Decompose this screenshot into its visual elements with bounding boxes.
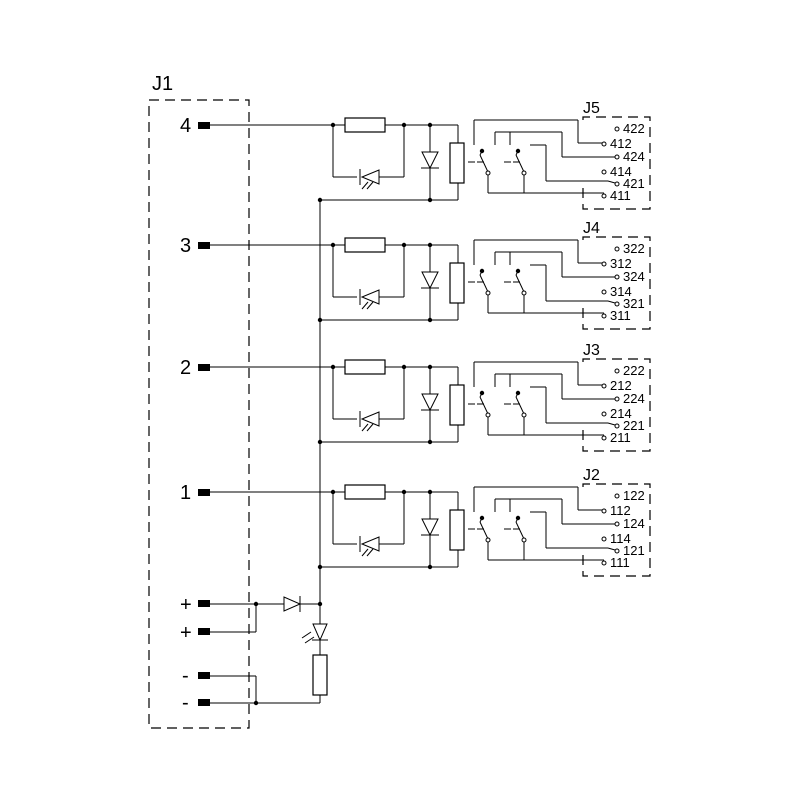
- flyback-diode: [421, 393, 439, 412]
- output-pin-label: 424: [623, 149, 645, 164]
- supply-pin-plus-1: [198, 600, 210, 607]
- input-label: 4: [180, 115, 191, 137]
- indicator-led: [360, 289, 380, 305]
- input-pin: [198, 489, 210, 496]
- j1-label: J1: [152, 73, 173, 95]
- series-resistor: [344, 237, 386, 253]
- relay-coil: [449, 509, 465, 551]
- output-pin-label: 114: [610, 531, 631, 546]
- input-label: 2: [180, 357, 191, 379]
- output-connector-label: J3: [583, 342, 600, 359]
- output-pin-label: 121: [623, 543, 645, 558]
- output-connector-label: J2: [583, 467, 600, 484]
- output-pin-label: 214: [610, 406, 632, 421]
- output-connector: [582, 236, 651, 330]
- output-pin-label: 411: [610, 188, 631, 203]
- input-label: 1: [180, 482, 191, 504]
- output-pin-label: 414: [610, 164, 632, 179]
- series-resistor: [344, 484, 386, 500]
- output-pin-label: 322: [623, 241, 645, 256]
- relay-coil: [449, 262, 465, 304]
- supply-section: + + - -: [180, 594, 328, 714]
- output-pin-label: 321: [623, 296, 645, 311]
- series-resistor: [344, 117, 386, 133]
- input-pin: [198, 242, 210, 249]
- output-pin-label: 124: [623, 516, 645, 531]
- output-pin-label: 422: [623, 121, 645, 136]
- output-connector-label: J5: [583, 100, 600, 117]
- output-pin-label: 211: [610, 430, 631, 445]
- output-connector: [582, 116, 651, 210]
- j1-connector-outline: [148, 99, 250, 729]
- indicator-led: [360, 536, 380, 552]
- output-connector-label: J4: [583, 220, 600, 237]
- indicator-led: [360, 411, 380, 427]
- output-pin-label: 112: [610, 503, 631, 518]
- series-resistor: [344, 359, 386, 375]
- output-pin-label: 421: [623, 176, 645, 191]
- output-pin-label: 212: [610, 378, 632, 393]
- supply-label-3: -: [182, 665, 189, 687]
- supply-pin-minus-1: [198, 672, 210, 679]
- input-label: 3: [180, 235, 191, 257]
- output-pin-label: 224: [623, 391, 645, 406]
- indicator-led: [360, 169, 380, 185]
- flyback-diode: [421, 518, 439, 537]
- input-pin: [198, 364, 210, 371]
- power-led: [312, 623, 328, 642]
- flyback-diode: [421, 151, 439, 170]
- output-pin-label: 122: [623, 488, 645, 503]
- supply-label-4: -: [182, 692, 189, 714]
- flyback-diode: [421, 271, 439, 290]
- output-pin-label: 221: [623, 418, 645, 433]
- relay-coil: [449, 384, 465, 426]
- power-led-resistor: [312, 654, 328, 696]
- output-pin-label: 111: [610, 555, 630, 570]
- output-pin-label: 312: [610, 256, 632, 271]
- output-pin-label: 222: [623, 363, 645, 378]
- output-connector: [582, 358, 651, 452]
- supply-label-1: +: [180, 594, 192, 616]
- supply-pin-minus-2: [198, 699, 210, 706]
- supply-label-2: +: [180, 622, 192, 644]
- output-pin-label: 412: [610, 136, 632, 151]
- input-pin: [198, 122, 210, 129]
- supply-pin-plus-2: [198, 628, 210, 635]
- output-pin-label: 311: [610, 308, 631, 323]
- output-pin-label: 314: [610, 284, 632, 299]
- relay-coil: [449, 142, 465, 184]
- output-pin-label: 324: [623, 269, 645, 284]
- output-connector: [582, 483, 651, 577]
- supply-diode: [283, 596, 302, 612]
